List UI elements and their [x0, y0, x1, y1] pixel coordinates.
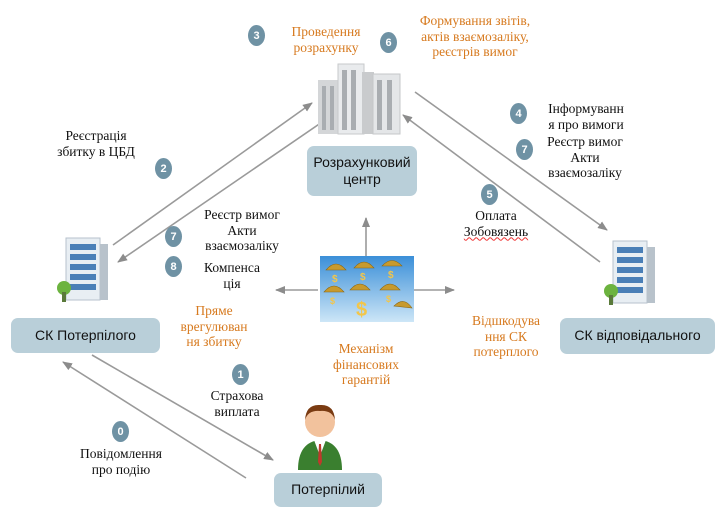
insurer-building-right-icon — [604, 240, 655, 305]
step-badge-3: 3 — [248, 25, 265, 46]
svg-text:$: $ — [360, 272, 366, 283]
step-badge-2: 2 — [155, 158, 172, 179]
step-badge-1: 1 — [232, 364, 249, 385]
parachutes-dollars-icon: $ $ $ $ $ $ — [320, 256, 414, 322]
arrow-left-to-victim — [91, 354, 274, 461]
insurer-building-left-icon — [57, 237, 108, 302]
person-icon — [298, 404, 342, 470]
settlement-center-box: Розрахунковий центр — [307, 146, 417, 196]
svg-text:$: $ — [330, 296, 335, 306]
victim-insurer-box: СК Потерпілого — [11, 318, 160, 353]
step-badge-5: 5 — [481, 184, 498, 205]
svg-text:$: $ — [332, 274, 338, 285]
step-badge-6: 6 — [380, 32, 397, 53]
step-badge-7-right: 7 — [516, 139, 533, 160]
victim-box: Потерпілий — [274, 473, 382, 507]
liable-insurer-box: СК відповідального — [560, 318, 715, 354]
svg-text:$: $ — [356, 299, 367, 321]
step-badge-7-left: 7 — [165, 226, 182, 247]
office-towers-icon — [318, 63, 401, 135]
arrow-center-to-right — [414, 91, 608, 231]
label-payment-obligations: Зобовязень — [463, 223, 529, 239]
label-reports: Формування звітів,актів взаємозаліку,реє… — [419, 13, 531, 60]
step-badge-4: 4 — [510, 103, 527, 124]
svg-text:$: $ — [386, 294, 391, 304]
svg-text:$: $ — [388, 270, 394, 281]
step-badge-0: 0 — [112, 421, 129, 442]
arrow-right-to-center — [402, 114, 601, 263]
arrow-center-to-left — [117, 117, 329, 263]
arrow-victim-to-left — [62, 361, 247, 479]
step-badge-8: 8 — [165, 256, 182, 277]
arrow-left-to-center — [112, 102, 313, 246]
